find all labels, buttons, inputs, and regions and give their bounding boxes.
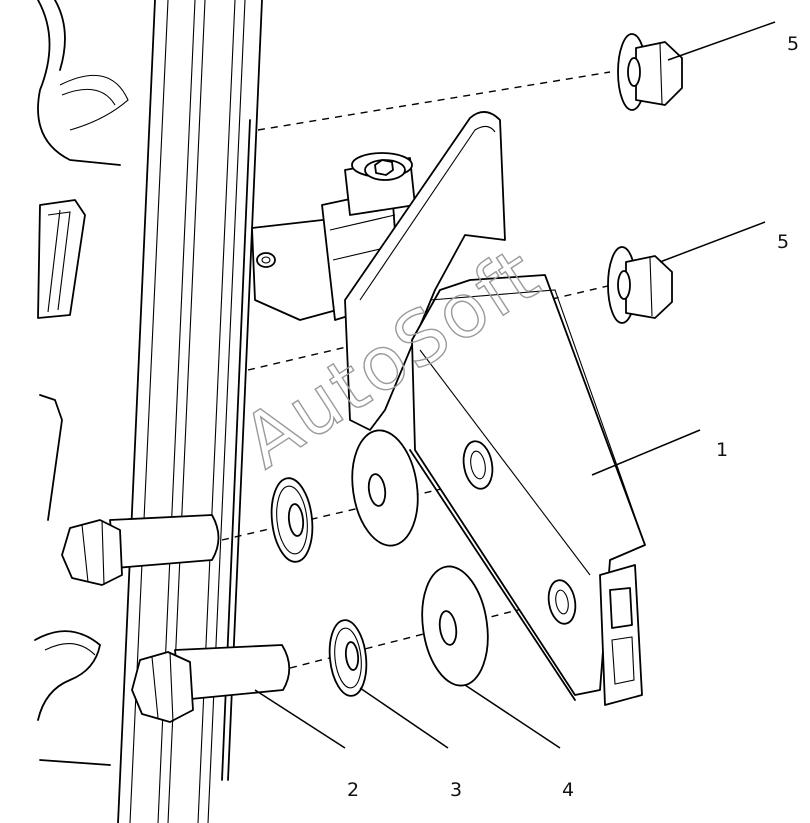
- bolt-upper: [61, 514, 220, 586]
- bolt-lower-part-2: [131, 644, 291, 723]
- flat-washer-part-4: [421, 565, 489, 687]
- callout-5-lower: 5: [777, 231, 789, 253]
- flange-nut-upper-part-5: [617, 33, 683, 111]
- callout-3: 3: [450, 779, 462, 801]
- pivot-bolt: [344, 152, 416, 216]
- body-panel: [34, 0, 263, 823]
- callout-1: 1: [716, 439, 728, 461]
- leader-3: [359, 687, 449, 749]
- callout-5-upper: 5: [787, 33, 799, 55]
- leader-2: [254, 689, 346, 749]
- callout-2: 2: [347, 779, 359, 801]
- leader-5-upper: [667, 21, 776, 61]
- hinge-washer-upper: [351, 429, 419, 547]
- leader-4: [464, 684, 561, 749]
- leader-lines: [254, 21, 776, 749]
- callout-labels: 1 2 3 4 5 5: [347, 33, 799, 801]
- lock-washer-lower-part-3: [328, 619, 368, 697]
- leader-1: [591, 429, 701, 476]
- hinge-bracket-part-1: [344, 111, 646, 706]
- leader-5-lower: [659, 221, 766, 263]
- lock-washer-upper: [270, 477, 314, 563]
- callout-4: 4: [562, 779, 574, 801]
- flange-nut-lower-part-5: [607, 246, 673, 324]
